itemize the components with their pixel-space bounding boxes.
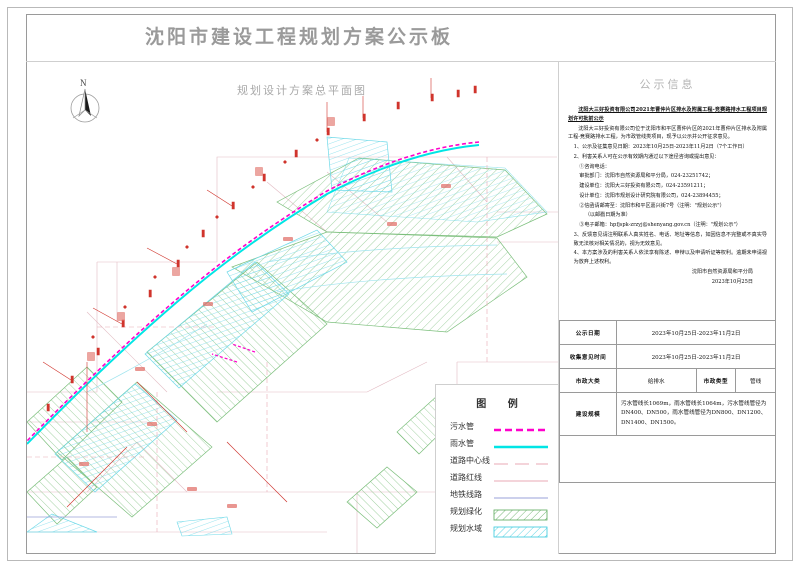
legend-item-planned-water: 规划水域 bbox=[436, 520, 558, 537]
notice-contact-mail: ②信函请邮寄至：沈阳市和平区嘉兴街7号（注明："规划公示"） bbox=[579, 202, 725, 209]
legend-symbol-metro-line bbox=[492, 489, 550, 501]
notice-item-3: 3、反馈意见请注明联系人真实姓名、电话、地址等信息，如因信息不完整或不真实导致无… bbox=[573, 231, 767, 247]
notice-item-2: 2、利害关系人可在公示有效期内通过以下途径咨询或提出意见： bbox=[573, 153, 720, 160]
municipal-category-value: 给排水 bbox=[616, 368, 697, 393]
construction-scale-label: 建设规模 bbox=[559, 392, 617, 436]
sewage-pipe-line bbox=[27, 141, 480, 442]
notice-item-1: 1、公示及征集意见日期：2023年10月25日-2023年11月2日（7个工作日… bbox=[573, 144, 748, 150]
legend-symbol-planned-water bbox=[492, 523, 550, 537]
legend-symbol-road-redline bbox=[492, 472, 550, 484]
table-row-empty bbox=[559, 435, 776, 483]
notice-panel: 公示信息 沈阳大三好投资有限公司2021年曹仲片区排水及附属工程-竞赛路排水工程… bbox=[559, 62, 776, 312]
notice-subject: 沈阳大三好投资有限公司2021年曹仲片区排水及附属工程-竞赛路排水工程项目规划许… bbox=[568, 107, 767, 122]
collection-time-label: 收集意见时间 bbox=[559, 344, 617, 369]
notice-contact-designer: 设计单位：沈阳市规划设计研究院有限公司，024-23894455； bbox=[579, 192, 724, 199]
road-centerline-swatch-icon bbox=[494, 463, 548, 464]
publicity-date-label: 公示日期 bbox=[559, 320, 617, 345]
rainwater-pipe-line bbox=[27, 144, 480, 445]
column-divider bbox=[558, 62, 559, 554]
legend-box: 图 例 污水管 雨水管 道路中心线 bbox=[435, 384, 558, 554]
page-title: 沈阳市建设工程规划方案公示板 bbox=[145, 26, 454, 48]
north-arrow: N bbox=[63, 78, 107, 136]
compass-icon bbox=[70, 88, 100, 123]
notice-contact-mail-note: （以邮戳日期为准） bbox=[584, 212, 631, 219]
legend-symbol-road-centerline bbox=[492, 455, 550, 467]
table-row: 市政大类 给排水 市政类型 管线 bbox=[559, 368, 776, 393]
rainwater-swatch-icon bbox=[494, 445, 548, 448]
notice-item-4: 4、本方案涉及的利害关系人依法享有陈述、申辩以及申请听证等权利。逾期未申请视为放… bbox=[573, 250, 767, 265]
municipal-category-label: 市政大类 bbox=[559, 368, 617, 393]
legend-label: 规划绿化 bbox=[450, 507, 482, 516]
road-redline-swatch-icon bbox=[494, 480, 548, 481]
notice-contact-builder: 建设单位：沈阳大三好投资有限公司，024-23591211； bbox=[579, 183, 709, 189]
project-info-table: 公示日期 2023年10月25日-2023年11月2日 收集意见时间 2023年… bbox=[559, 320, 776, 483]
legend-item-planned-green: 规划绿化 bbox=[436, 503, 558, 520]
title-bar bbox=[26, 14, 776, 62]
notice-body: 沈阳大三好投资有限公司2021年曹仲片区排水及附属工程-竞赛路排水工程项目规划许… bbox=[568, 106, 767, 286]
legend-item-rainwater: 雨水管 bbox=[436, 435, 558, 452]
empty-cell bbox=[559, 435, 776, 483]
table-row: 公示日期 2023年10月25日-2023年11月2日 bbox=[559, 320, 776, 345]
publicity-date-value: 2023年10月25日-2023年11月2日 bbox=[616, 320, 776, 345]
metro-line-swatch-icon bbox=[494, 497, 548, 498]
legend-item-road-centerline: 道路中心线 bbox=[436, 452, 558, 469]
municipal-type-label: 市政类型 bbox=[695, 368, 737, 393]
notice-contact-phones-label: ①咨询电话： bbox=[579, 163, 610, 170]
legend-symbol-rainwater-pipe bbox=[492, 438, 550, 450]
legend-symbol-planned-green bbox=[492, 506, 550, 520]
legend-label: 污水管 bbox=[450, 422, 474, 431]
notice-contact-email: ③电子邮箱：hpfjspk-zrzyj@shenyang.gov.cn（注明："… bbox=[579, 222, 741, 228]
legend-item-metro-line: 地铁线路 bbox=[436, 486, 558, 503]
legend-label: 道路中心线 bbox=[450, 456, 490, 465]
notice-contact-review: 审批部门：沈阳市自然资源局和平分局，024-23251742； bbox=[579, 173, 714, 180]
map-title: 规划设计方案总平面图 bbox=[237, 84, 367, 97]
sewage-swatch-icon bbox=[494, 428, 548, 431]
north-label: N bbox=[80, 78, 87, 88]
legend-item-sewage: 污水管 bbox=[436, 418, 558, 435]
legend-label: 规划水域 bbox=[450, 524, 482, 533]
inner-frame bbox=[26, 14, 776, 554]
table-row: 收集意见时间 2023年10月25日-2023年11月2日 bbox=[559, 344, 776, 369]
legend-label: 地铁线路 bbox=[450, 490, 482, 499]
outer-frame bbox=[7, 7, 793, 561]
planned-water-swatch-icon bbox=[493, 526, 548, 537]
notice-issue-date: 2023年10月25日 bbox=[711, 278, 753, 285]
construction-scale-value: 污水管线长1069m，雨水管线长1064m，污水管线管径为DN400、DN500… bbox=[616, 392, 776, 436]
municipal-type-value: 管线 bbox=[735, 368, 776, 393]
table-row: 建设规模 污水管线长1069m，雨水管线长1064m，污水管线管径为DN400、… bbox=[559, 392, 776, 436]
legend-symbol-sewage-pipe bbox=[492, 421, 550, 433]
legend-title: 图 例 bbox=[476, 399, 527, 410]
collection-time-value: 2023年10月25日-2023年11月2日 bbox=[616, 344, 776, 369]
legend-label: 雨水管 bbox=[450, 439, 474, 448]
planned-green-swatch-icon bbox=[493, 509, 548, 520]
legend-item-road-redline: 道路红线 bbox=[436, 469, 558, 486]
legend-label: 道路红线 bbox=[450, 473, 482, 482]
map-drawing bbox=[27, 78, 558, 553]
notice-intro: 沈阳大三好投资有限公司位于沈阳市和平区曹仲片区的2021年曹仲片区排水及附属工程… bbox=[568, 125, 767, 141]
notice-heading: 公示信息 bbox=[639, 78, 696, 91]
notice-issuer: 沈阳市自然资源局和平分局 bbox=[691, 268, 753, 275]
